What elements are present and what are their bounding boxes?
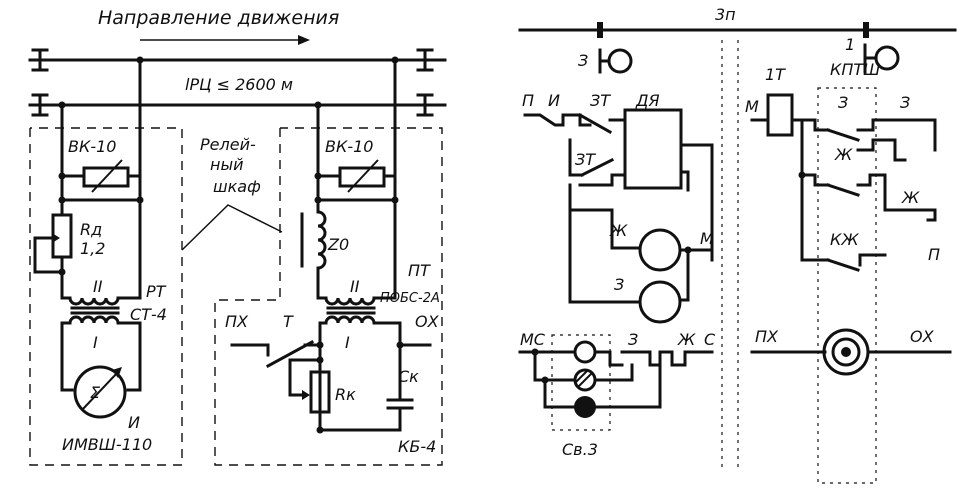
zt1-label: ЗТ — [590, 91, 611, 110]
st4-label: СТ-4 — [130, 305, 167, 324]
rt-winding-i: I — [93, 333, 98, 352]
1t-relay — [766, 93, 794, 137]
vk10-left-label: ВК-10 — [68, 137, 116, 156]
t1-label: 1Т — [765, 65, 786, 84]
ox-label: ОХ — [415, 312, 440, 331]
z0-reactor — [316, 210, 327, 270]
zh3-label: Ж — [834, 145, 853, 164]
lamp-zh — [638, 228, 682, 272]
imvsh-label: ИМВШ-110 — [62, 435, 152, 454]
track-circuit-diagram: Направление движения lРЦ ≤ 2600 м — [28, 7, 447, 466]
rail-bottom — [28, 93, 447, 117]
left-signal-circuit: З П И ЗТ ДЯ ЗТ Ж М — [518, 48, 716, 459]
signal-control-diagram: 3п З П И ЗТ ДЯ ЗТ Ж — [518, 5, 957, 484]
kzh-label: КЖ — [830, 230, 859, 249]
bus-label: 3п — [715, 5, 736, 24]
num1-label: 1 — [845, 35, 855, 54]
sv3-block — [551, 334, 611, 431]
dya-relay — [623, 108, 683, 190]
relay-cabinet-line2: ный — [210, 155, 244, 174]
relay-cabinet-line3: шкаф — [213, 177, 261, 196]
imvsh-relay — [73, 365, 127, 419]
z2-label: З — [628, 330, 638, 349]
lamp-z — [638, 280, 682, 324]
relay-end-cabinet — [29, 127, 183, 466]
rd-label: Rд — [80, 220, 102, 239]
direction-arrow — [140, 35, 310, 45]
t-label: Т — [283, 312, 294, 331]
z3-label: З — [838, 93, 848, 112]
zh2-label: Ж — [677, 330, 696, 349]
c-label: С — [704, 330, 716, 349]
i-label: И — [548, 91, 560, 110]
right-signal-circuit: 1 1Т КПТШ М З З Ж Ж КЖ — [745, 35, 952, 484]
px2-label: ПХ — [755, 327, 779, 346]
track-lamp — [822, 328, 870, 376]
kb4-label: КБ-4 — [398, 437, 436, 456]
feed-end-cabinet — [214, 127, 443, 466]
length-label: lРЦ ≤ 2600 м — [185, 75, 293, 94]
direction-label: Направление движения — [98, 7, 339, 29]
vk10-right-label: ВК-10 — [325, 137, 373, 156]
px-label: ПХ — [225, 312, 249, 331]
z4-label: З — [900, 93, 910, 112]
p2-label: П — [928, 245, 940, 264]
zh4-label: Ж — [901, 188, 920, 207]
rt-winding-ii: II — [93, 277, 103, 296]
kptsh-label: КПТШ — [830, 60, 880, 79]
z-lamp-label: З — [614, 275, 624, 294]
relay-symbol: Σ — [90, 383, 101, 402]
pt-winding-i: I — [345, 333, 350, 352]
ms-label: МС — [520, 330, 546, 349]
zh-lamp-label: Ж — [609, 221, 628, 240]
m2-label: М — [745, 97, 759, 116]
m1-label: М — [700, 229, 714, 248]
zt2-label: ЗТ — [575, 150, 596, 169]
p-label: П — [522, 91, 534, 110]
relay-end-circuit: ВК-10 Rд 1,2 II — [33, 56, 167, 454]
sv3-label: Св.3 — [562, 440, 598, 459]
pobs-label: ПОБС-2А — [380, 291, 440, 306]
feed-end-circuit: ВК-10 Z0 II ПТ ПОБС-2А — [225, 56, 440, 456]
relay-i-label: И — [128, 413, 140, 432]
relay-cabinet-line1: Релей- — [200, 135, 256, 154]
signal-lamp-top — [607, 48, 633, 74]
sv3-lamp-1 — [573, 340, 597, 364]
kptsh-block — [817, 87, 877, 484]
ox2-label: ОХ — [910, 327, 935, 346]
ck-label: Cк — [398, 367, 419, 386]
z-top-label: З — [578, 51, 588, 70]
dya-label: ДЯ — [635, 91, 660, 110]
signal-lamp-top-right — [874, 45, 900, 71]
sv3-lamp-3 — [574, 396, 596, 418]
pt-winding-ii: II — [350, 277, 360, 296]
pt-label: ПТ — [408, 261, 431, 280]
cabinet-pointer — [181, 204, 283, 251]
z0-label: Z0 — [327, 235, 349, 254]
rk-resistor — [309, 370, 331, 414]
rt-label: РТ — [146, 282, 167, 301]
rd-value: 1,2 — [80, 239, 105, 258]
rail-top — [28, 48, 447, 72]
rk-label: Rк — [335, 385, 356, 404]
